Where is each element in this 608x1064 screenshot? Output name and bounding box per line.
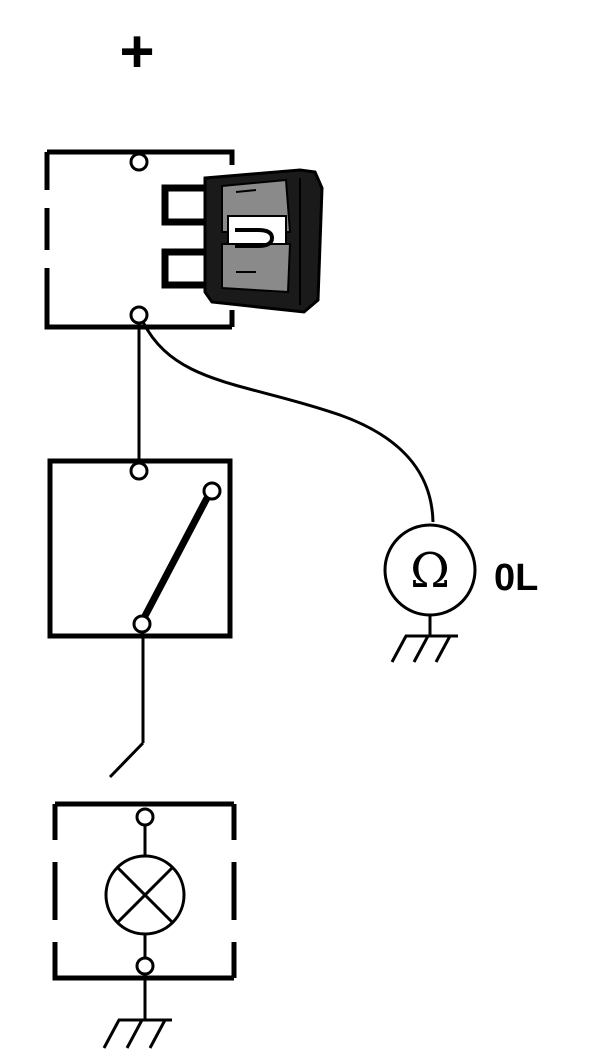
switch-box — [47, 458, 233, 639]
switch-contact-terminal — [202, 481, 222, 501]
ohmmeter: Ω 0L — [383, 523, 538, 635]
lamp-input-terminal — [135, 807, 155, 827]
fuse-input-terminal — [129, 152, 149, 172]
wire-break — [108, 741, 145, 779]
meter-ground-icon — [390, 634, 458, 663]
lamp-output-terminal — [135, 956, 155, 976]
positive-supply-label: + — [119, 18, 154, 85]
blade-fuse-icon — [161, 168, 324, 314]
omega-symbol: Ω — [410, 543, 450, 599]
switch-output-terminal — [132, 614, 152, 634]
lamp-ground-icon — [102, 974, 172, 1049]
test-lead-wire — [141, 321, 435, 523]
lamp-icon — [104, 854, 186, 936]
switch-lever — [141, 496, 211, 618]
fuse-box — [44, 149, 235, 330]
fuse-output-terminal — [129, 305, 149, 325]
lamp-box — [52, 801, 237, 981]
meter-reading: 0L — [494, 557, 538, 599]
switch-input-terminal — [129, 461, 149, 481]
